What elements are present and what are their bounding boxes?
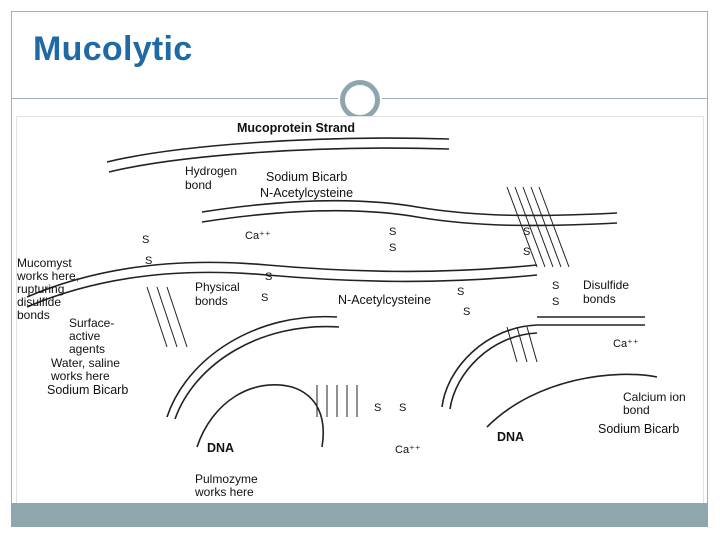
arc-left-outer [166, 315, 338, 418]
water-label-2: works here [50, 369, 110, 383]
overlay-n-acetylcysteine-top: N-Acetylcysteine [260, 186, 354, 200]
arc-right-outer [441, 324, 538, 408]
header-label: Mucoprotein Strand [237, 121, 355, 135]
physical-label-2: bonds [195, 294, 228, 308]
sulfur-10: S [463, 306, 470, 318]
hydrogen-label-2: bond [185, 178, 212, 192]
diagram-labels: Mucoprotein Strand Hydrogen bond Mucomys… [16, 121, 686, 499]
sulfur-13: S [374, 402, 381, 414]
surface-label-2: active [69, 329, 101, 343]
overlay-sodium-bicarb-left: Sodium Bicarb [47, 383, 129, 397]
circle-ornament-icon [340, 80, 380, 120]
sulfur-3: S [265, 271, 272, 283]
strand-third-lower [26, 271, 538, 308]
sulfur-6: S [389, 242, 396, 254]
dna-left-label: DNA [207, 441, 234, 455]
disulfide-label-1: Disulfide [583, 278, 629, 292]
pulmozyme-label-1: Pulmozyme [195, 472, 258, 486]
mucoprotein-strands [26, 137, 658, 448]
strand-third-upper [26, 261, 538, 298]
diagram-svg: Mucoprotein Strand Hydrogen bond Mucomys… [16, 121, 686, 499]
sulfur-11: S [552, 280, 559, 292]
mucoprotein-diagram: Mucoprotein Strand Hydrogen bond Mucomys… [16, 116, 704, 504]
pulmozyme-label-2: works here [194, 485, 254, 499]
arc-dna-left [196, 384, 324, 448]
mucomyst-label-5: bonds [17, 308, 50, 322]
strand-top-upper [106, 137, 450, 163]
mucomyst-label-1: Mucomyst [17, 256, 72, 270]
hydrogen-label-1: Hydrogen [185, 164, 237, 178]
sulfur-7: S [523, 226, 530, 238]
mucomyst-label-3: rupturing [17, 282, 64, 296]
strand-right-stub [537, 316, 645, 326]
dna-right-label: DNA [497, 430, 524, 444]
mucomyst-label-4: disulfide [17, 295, 61, 309]
title-divider-right [382, 98, 708, 99]
strand-second-lower [201, 209, 618, 227]
water-label-1: Water, saline [51, 356, 120, 370]
title-divider-left [11, 98, 338, 99]
calcium-label-2: bond [623, 403, 650, 417]
sulfur-4: S [261, 292, 268, 304]
surface-label-3: agents [69, 342, 105, 356]
physical-label-1: Physical [195, 280, 240, 294]
sulfur-2: S [145, 255, 152, 267]
strand-top-lower [108, 147, 450, 173]
overlay-n-acetylcysteine-mid: N-Acetylcysteine [338, 293, 432, 307]
disulfide-label-2: bonds [583, 292, 616, 306]
surface-label-1: Surface- [69, 316, 114, 330]
calcium-upper: Ca⁺⁺ [245, 230, 271, 242]
sulfur-9: S [457, 286, 464, 298]
slide-title: Mucolytic [33, 30, 193, 68]
arc-dna-right [486, 373, 658, 428]
calcium-lower: Ca⁺⁺ [395, 444, 421, 456]
arc-right-inner [449, 332, 538, 410]
sulfur-12: S [552, 296, 559, 308]
sulfur-8: S [523, 246, 530, 258]
sulfur-1: S [142, 234, 149, 246]
footer-bar [11, 503, 708, 527]
sulfur-5: S [389, 226, 396, 238]
overlay-sodium-bicarb-top: Sodium Bicarb [266, 170, 348, 184]
bond-hatching [146, 186, 570, 417]
mucomyst-label-2: works here, [17, 269, 79, 283]
overlay-sodium-bicarb-right: Sodium Bicarb [598, 422, 680, 436]
calcium-label-1: Calcium ion [623, 390, 686, 404]
calcium-right: Ca⁺⁺ [613, 338, 639, 350]
sulfur-14: S [399, 402, 406, 414]
arc-left-inner [174, 325, 340, 420]
strand-second-upper [201, 199, 618, 217]
